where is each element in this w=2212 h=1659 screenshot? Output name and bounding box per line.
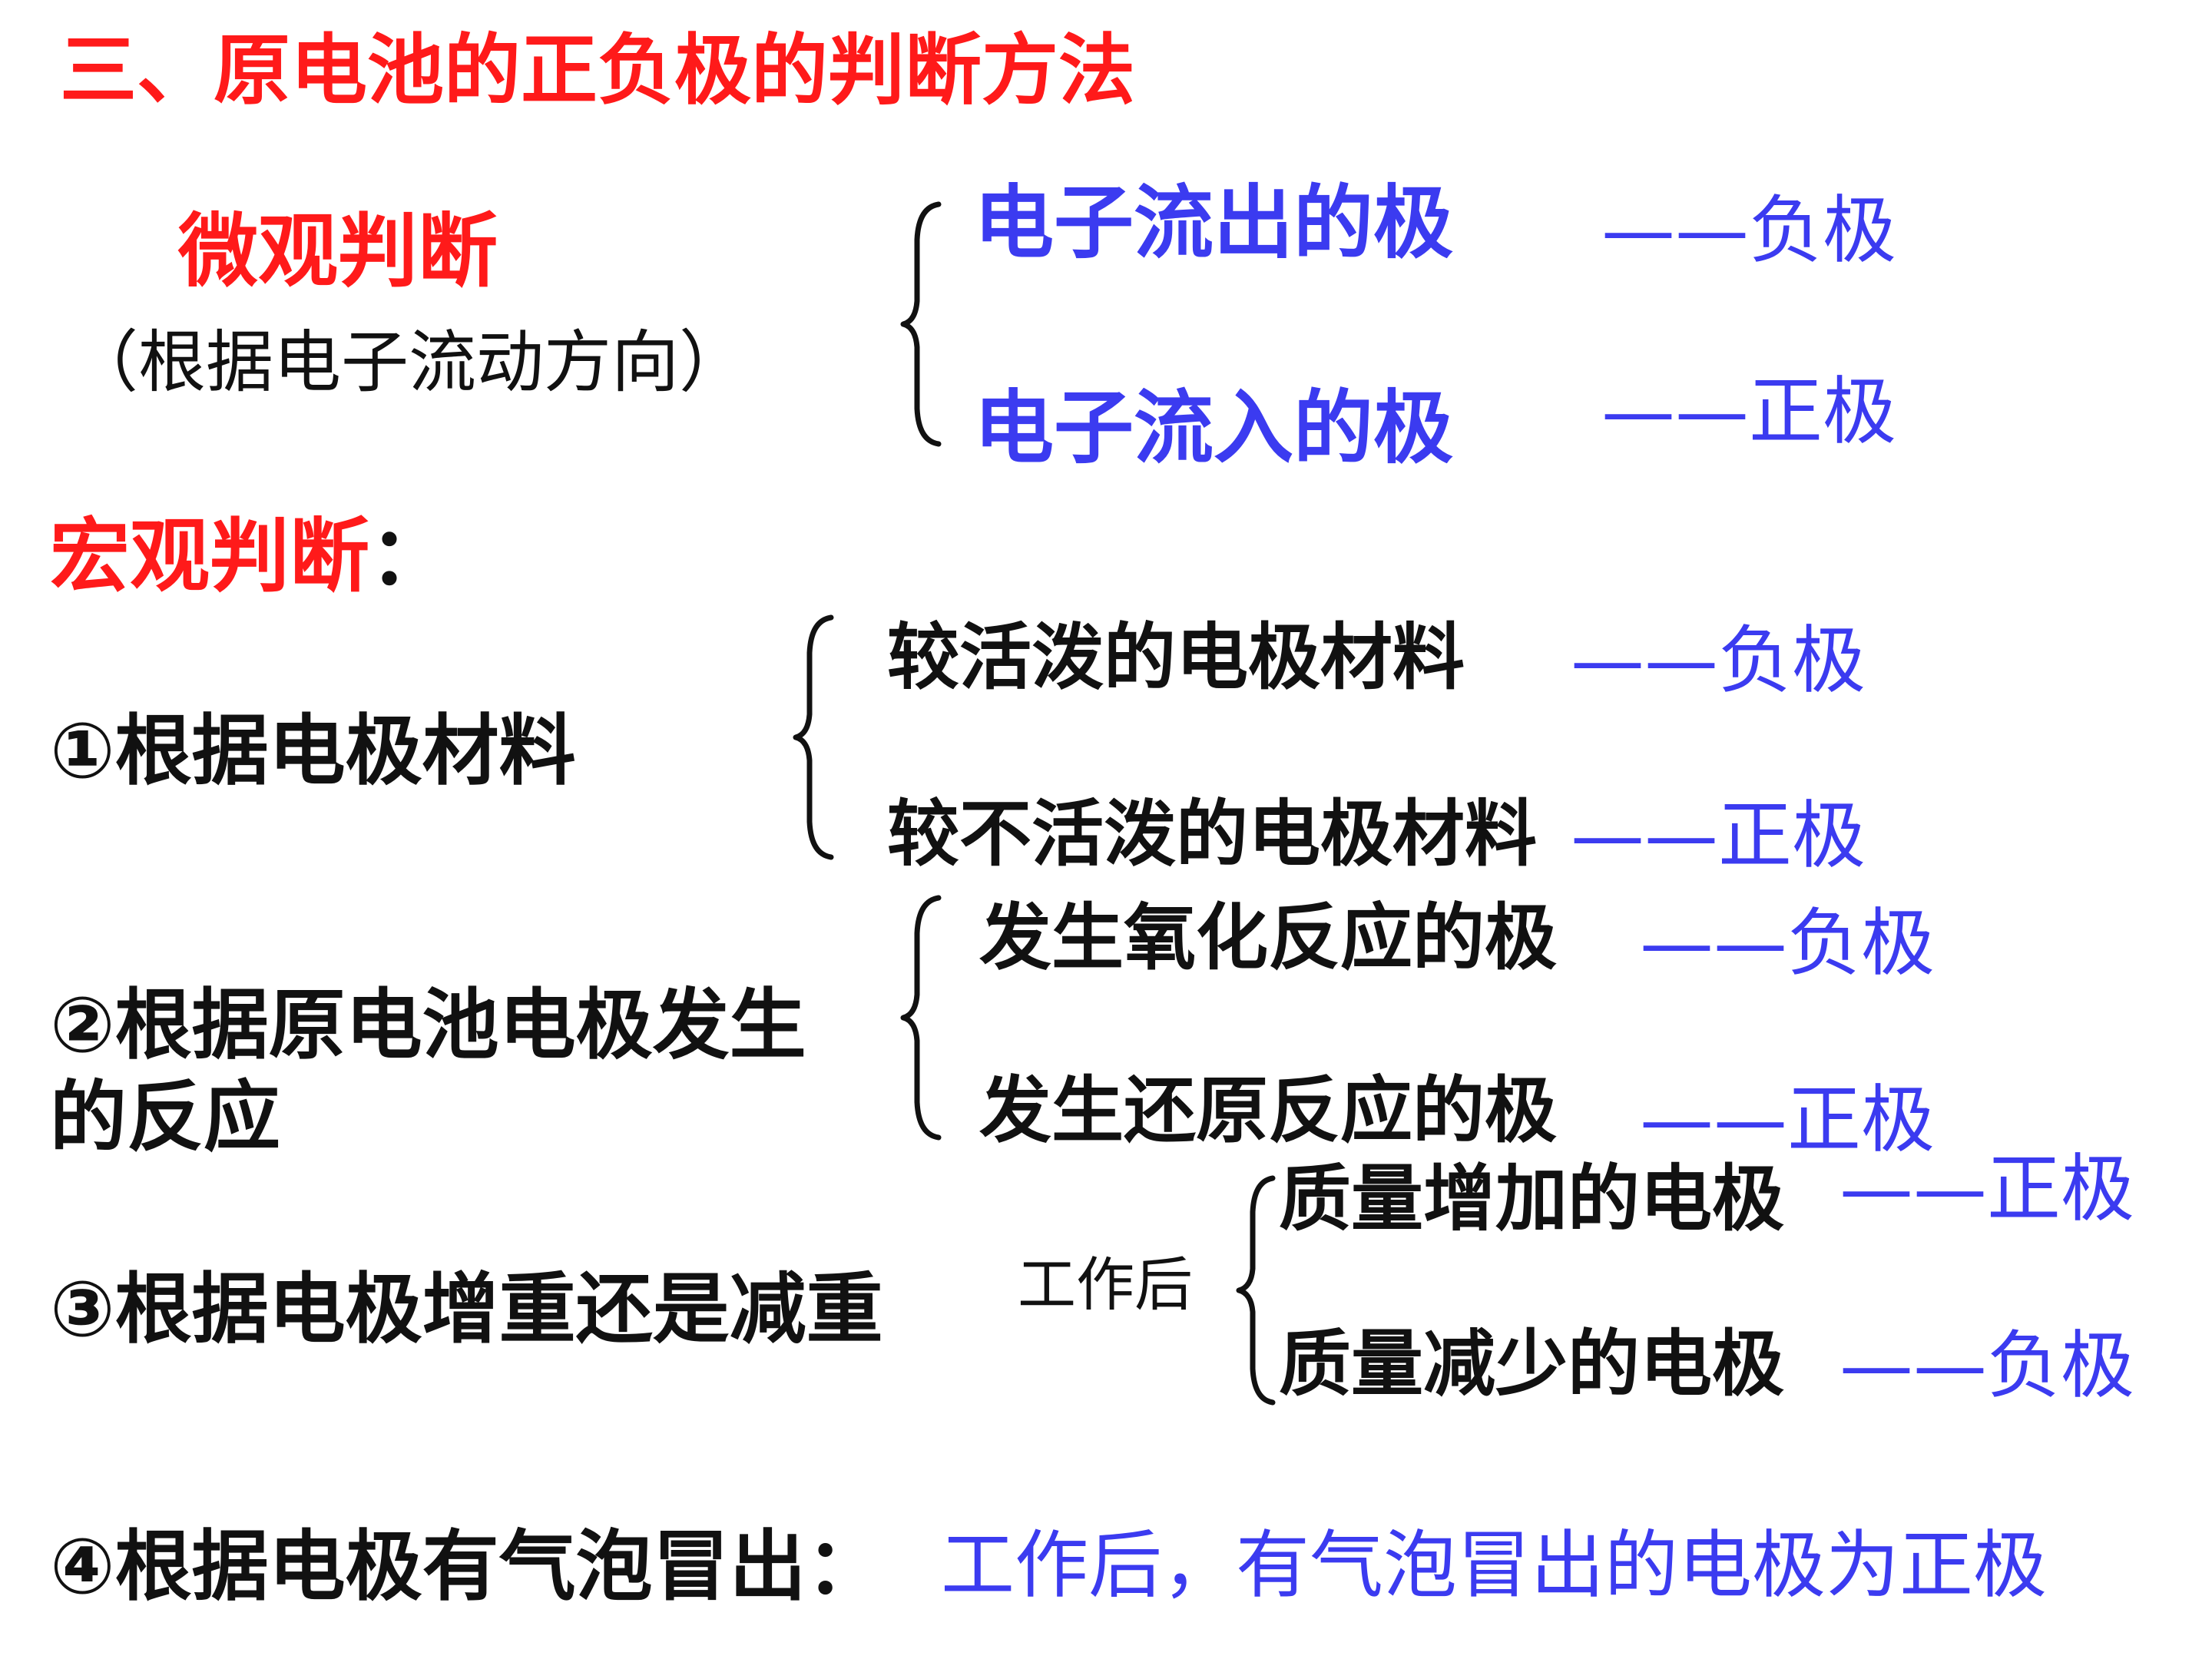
rule2-b-result: ——正极	[1640, 1077, 1935, 1163]
rule1-a-result: ——负极	[1571, 618, 1866, 704]
rule1-b-result: ——正极	[1571, 793, 1866, 879]
rule4-label: ④根据电极有气泡冒出：	[50, 1522, 883, 1611]
rule4-result: 工作后，有气泡冒出的电极为正极	[941, 1522, 2047, 1608]
rule3-label: ③根据电极增重还是减重	[50, 1264, 883, 1354]
page-title: 三、原电池的正负极的判断方法	[60, 25, 1135, 115]
micro-in-result: ——正极	[1601, 369, 1896, 455]
rule1-brace	[793, 614, 834, 860]
micro-in-text: 电子流入的极	[974, 381, 1454, 475]
micro-subheading: （根据电子流动方向）	[71, 323, 747, 402]
rule1-b-text: 较不活泼的电极材料	[887, 793, 1538, 876]
rule3-b-text: 质量减少的电极	[1279, 1323, 1785, 1406]
rule2-b-text: 发生还原反应的极	[979, 1069, 1558, 1153]
rule3-condition: 工作后	[1018, 1250, 1193, 1319]
rule3-a-result: ——正极	[1839, 1146, 2134, 1232]
micro-brace	[900, 201, 942, 447]
macro-heading: 宏观判断：	[50, 516, 449, 596]
rule2-brace	[900, 895, 942, 1141]
rule3-a-text: 质量增加的电极	[1279, 1157, 1785, 1241]
macro-colon: ：	[369, 509, 450, 603]
rule1-a-text: 较活泼的电极材料	[887, 616, 1465, 700]
rule3-brace	[1236, 1175, 1276, 1406]
rule2-a-text: 发生氧化反应的极	[979, 896, 1558, 980]
rule1-label: ①根据电极材料	[50, 706, 576, 796]
macro-heading-text: 宏观判断	[50, 509, 370, 603]
micro-heading: 微观判断	[178, 204, 498, 298]
rule3-b-result: ——负极	[1839, 1323, 2134, 1409]
rule2-a-result: ——负极	[1640, 900, 1935, 986]
rule2-label-line2: 的反应	[50, 1072, 280, 1162]
rule2-label-line1: ②根据原电池电极发生	[50, 980, 806, 1070]
micro-out-text: 电子流出的极	[974, 176, 1454, 270]
micro-out-result: ——负极	[1601, 187, 1896, 273]
